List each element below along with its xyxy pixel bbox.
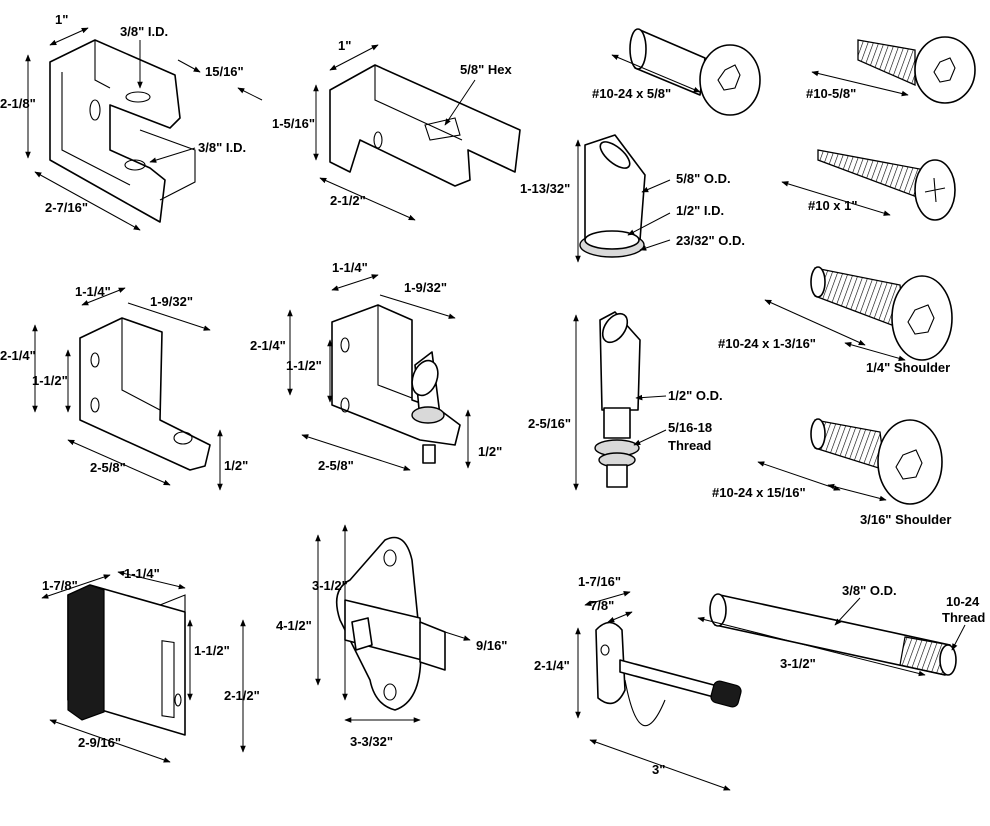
label-hl-2-1-4: 2-1/4"	[0, 348, 36, 363]
label-2-1-8: 2-1/8"	[0, 96, 36, 111]
label-10-24: 10-24	[946, 594, 980, 609]
label-1-13-32: 1-13/32"	[520, 181, 570, 196]
label-k-1-1-4: 1-1/4"	[124, 566, 160, 581]
label-1in-hex: 1"	[338, 38, 351, 53]
shoulder-screw-1-4: #10-24 x 1-3/16" 1/4" Shoulder	[718, 266, 953, 375]
label-hp-2-1-4: 2-1/4"	[250, 338, 286, 353]
label-15-16: 15/16"	[205, 64, 244, 79]
screw-10x1: #10 x 1"	[781, 149, 956, 221]
label-23-32-od: 23/32" O.D.	[676, 233, 745, 248]
label-2-9-16: 2-9/16"	[78, 735, 121, 750]
pin-sleeve: 1-13/32" 5/8" O.D. 1/2" I.D. 23/32" O.D.	[520, 134, 745, 263]
label-3-8-od: 3/8" O.D.	[842, 583, 897, 598]
label-hl-1-1-4: 1-1/4"	[75, 284, 111, 299]
label-3-1-2-latch: 3-1/2"	[312, 578, 348, 593]
label-1-2-od: 1/2" O.D.	[668, 388, 723, 403]
bracket-3-8-id: 1" 3/8" I.D. 15/16" 2-1/8" 3/8" I.D. 2-7…	[0, 12, 263, 231]
hinge-bracket-pin: 1-1/4" 1-9/32" 2-1/4" 1-1/2" 2-5/8" 1/2"	[250, 260, 502, 473]
label-1-2-id: 1/2" I.D.	[676, 203, 724, 218]
label-2-5-16: 2-5/16"	[528, 416, 571, 431]
label-hp-1-9-32: 1-9/32"	[404, 280, 447, 295]
label-9-16: 9/16"	[476, 638, 507, 653]
label-hp-2-5-8: 2-5/8"	[318, 458, 354, 473]
label-1-7-8: 1-7/8"	[42, 578, 78, 593]
screw-10-5-8: #10-5/8"	[806, 36, 976, 104]
label-screw-10-24-5-8: #10-24 x 5/8"	[592, 86, 671, 101]
label-3-16-shoulder: 3/16" Shoulder	[860, 512, 951, 527]
label-2-1-2: 2-1/2"	[330, 193, 366, 208]
coat-hook: 1-7/16" 7/8" 2-1/4" 3"	[534, 574, 742, 791]
label-screw-10-5-8: #10-5/8"	[806, 86, 856, 101]
label-hp-1-1-2: 1-1/2"	[286, 358, 322, 373]
label-hp-1-2: 1/2"	[478, 444, 502, 459]
label-hl-1-9-32: 1-9/32"	[150, 294, 193, 309]
label-screw-10x1: #10 x 1"	[808, 198, 858, 213]
keeper: 1-7/8" 1-1/4" 1-1/2" 2-1/2" 2-9/16"	[41, 566, 260, 763]
label-2-7-16: 2-7/16"	[45, 200, 88, 215]
label-hl-2-5-8: 2-5/8"	[90, 460, 126, 475]
label-1in: 1"	[55, 12, 68, 27]
label-hl-1-2: 1/2"	[224, 458, 248, 473]
label-3-1-2-rod: 3-1/2"	[780, 656, 816, 671]
label-k-2-1-2: 2-1/2"	[224, 688, 260, 703]
label-thread-rod: Thread	[942, 610, 985, 625]
label-7-8: 7/8"	[590, 598, 614, 613]
label-hl-1-1-2: 1-1/2"	[32, 373, 68, 388]
label-1-4-shoulder: 1/4" Shoulder	[866, 360, 950, 375]
threaded-rod: 3/8" O.D. 10-24 Thread 3-1/2"	[697, 583, 985, 677]
label-3in: 3"	[652, 762, 665, 777]
label-3-8-id-bottom: 3/8" I.D.	[198, 140, 246, 155]
screw-10-24-5-8: #10-24 x 5/8"	[592, 28, 761, 116]
label-10-24-1-3-16: #10-24 x 1-3/16"	[718, 336, 816, 351]
hinge-bracket-left: 1-1/4" 1-9/32" 2-1/4" 1-1/2" 2-5/8" 1/2"	[0, 284, 248, 491]
label-h-2-1-4: 2-1/4"	[534, 658, 570, 673]
label-3-8-id-top: 3/8" I.D.	[120, 24, 168, 39]
shoulder-screw-3-16: #10-24 x 15/16" 3/16" Shoulder	[712, 418, 951, 527]
slide-latch: 3-1/2" 4-1/2" 9/16" 3-3/32"	[276, 524, 507, 749]
threaded-pin: 1/2" O.D. 2-5/16" 5/16-18 Thread	[528, 311, 723, 491]
label-10-24-15-16: #10-24 x 15/16"	[712, 485, 806, 500]
bracket-hex: 1" 5/8" Hex 1-5/16" 2-1/2"	[272, 38, 521, 221]
label-5-8-hex: 5/8" Hex	[460, 62, 512, 77]
label-5-16-18: 5/16-18	[668, 420, 712, 435]
label-3-3-32: 3-3/32"	[350, 734, 393, 749]
label-5-8-od: 5/8" O.D.	[676, 171, 731, 186]
label-hp-1-1-4: 1-1/4"	[332, 260, 368, 275]
label-4-1-2: 4-1/2"	[276, 618, 312, 633]
label-1-7-16: 1-7/16"	[578, 574, 621, 589]
label-k-1-1-2: 1-1/2"	[194, 643, 230, 658]
label-thread-pin: Thread	[668, 438, 711, 453]
label-1-5-16: 1-5/16"	[272, 116, 315, 131]
